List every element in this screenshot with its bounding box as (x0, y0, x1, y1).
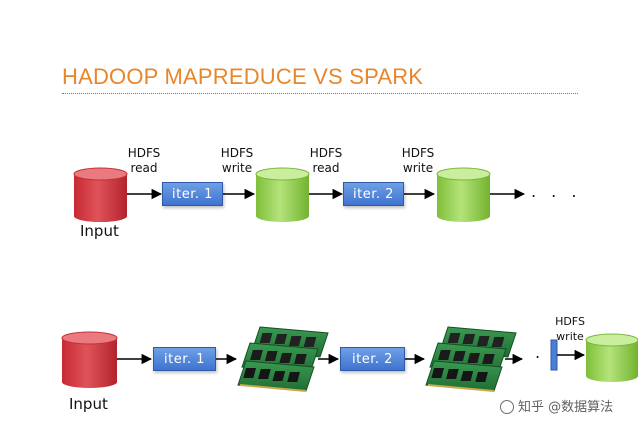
spark-ram-icon-1 (237, 326, 329, 392)
slide-title: HADOOP MAPREDUCE VS SPARK (62, 64, 424, 89)
spark-ellipsis: . (535, 343, 546, 362)
spark-ram-icon-2 (425, 326, 517, 392)
spark-write-bar (550, 339, 558, 371)
spark-hdfs-database-icon (585, 333, 638, 382)
hadoop-input-label: Input (80, 222, 119, 240)
hadoop-iter-2-box: iter. 2 (343, 182, 404, 206)
hadoop-hdfs-database-icon-2 (436, 167, 491, 222)
spark-input-database-icon (61, 331, 118, 388)
spark-input-label: Input (69, 395, 108, 413)
spark-iter-2-box: iter. 2 (340, 347, 405, 371)
hadoop-input-database-icon (73, 167, 128, 222)
zhihu-logo-icon (500, 400, 514, 414)
hadoop-hdfs-database-icon-1 (255, 167, 310, 222)
watermark: 知乎 @数据算法 (500, 396, 613, 415)
hadoop-iter-1-box: iter. 1 (162, 182, 223, 206)
title-divider (62, 93, 578, 94)
hadoop-ellipsis: . . . (531, 182, 582, 201)
spark-iter-1-box: iter. 1 (153, 347, 216, 371)
